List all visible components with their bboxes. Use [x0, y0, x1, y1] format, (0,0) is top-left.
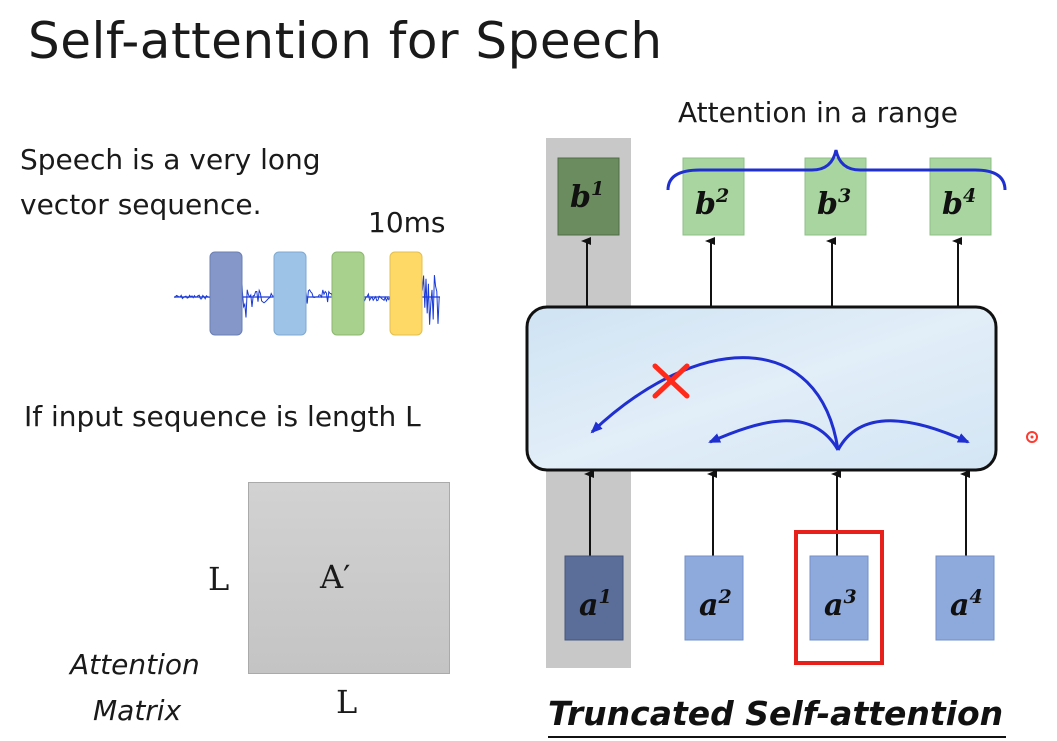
caption-underline: [548, 736, 1006, 738]
matrix-label: A′: [320, 558, 351, 596]
matrix-row-label: L: [208, 560, 230, 598]
input-a1-label: a1: [579, 586, 612, 623]
length-note: If input sequence is length L: [24, 400, 421, 433]
query-highlight-box: [794, 530, 884, 665]
speech-note-line2: vector sequence.: [20, 188, 262, 221]
attention-arc-left: [708, 419, 840, 451]
pointer-dot: [1026, 431, 1038, 443]
frame-window-1: [209, 251, 243, 336]
frame-window-3: [331, 251, 365, 336]
slide-title: Self-attention for Speech: [28, 12, 663, 70]
attention-arc-right: [836, 419, 970, 451]
frame-window-2: [273, 251, 307, 336]
output-b1-label: b1: [570, 178, 604, 215]
attention-matrix: [248, 482, 450, 674]
range-brace: [666, 149, 1007, 191]
input-box-a3: [809, 555, 869, 641]
matrix-caption-line1: Attention: [70, 648, 200, 681]
output-b3-label: b3: [817, 185, 851, 222]
self-attention-layer: [525, 305, 998, 472]
input-box-a2: [684, 555, 744, 641]
input-box-a1: [564, 555, 624, 641]
frame-duration-label: 10ms: [368, 206, 446, 239]
matrix-col-label: L: [336, 683, 358, 721]
blocked-attention-mark: [652, 363, 690, 399]
speech-note-line1: Speech is a very long: [20, 143, 321, 176]
speech-waveform: [173, 251, 440, 336]
input-a4-label: a4: [950, 586, 983, 623]
range-label: Attention in a range: [678, 96, 959, 129]
output-b2-label: b2: [695, 185, 729, 222]
output-box-b1: [557, 157, 620, 236]
matrix-caption-line2: Matrix: [93, 694, 182, 727]
diagram-caption: Truncated Self-attention: [548, 694, 1004, 733]
input-a2-label: a2: [699, 586, 732, 623]
input-a3-label: a3: [824, 586, 857, 623]
blocked-attention-arc: [590, 356, 840, 451]
output-b4-label: b4: [942, 185, 976, 222]
input-box-a4: [935, 555, 995, 641]
frame-window-4: [389, 251, 423, 336]
